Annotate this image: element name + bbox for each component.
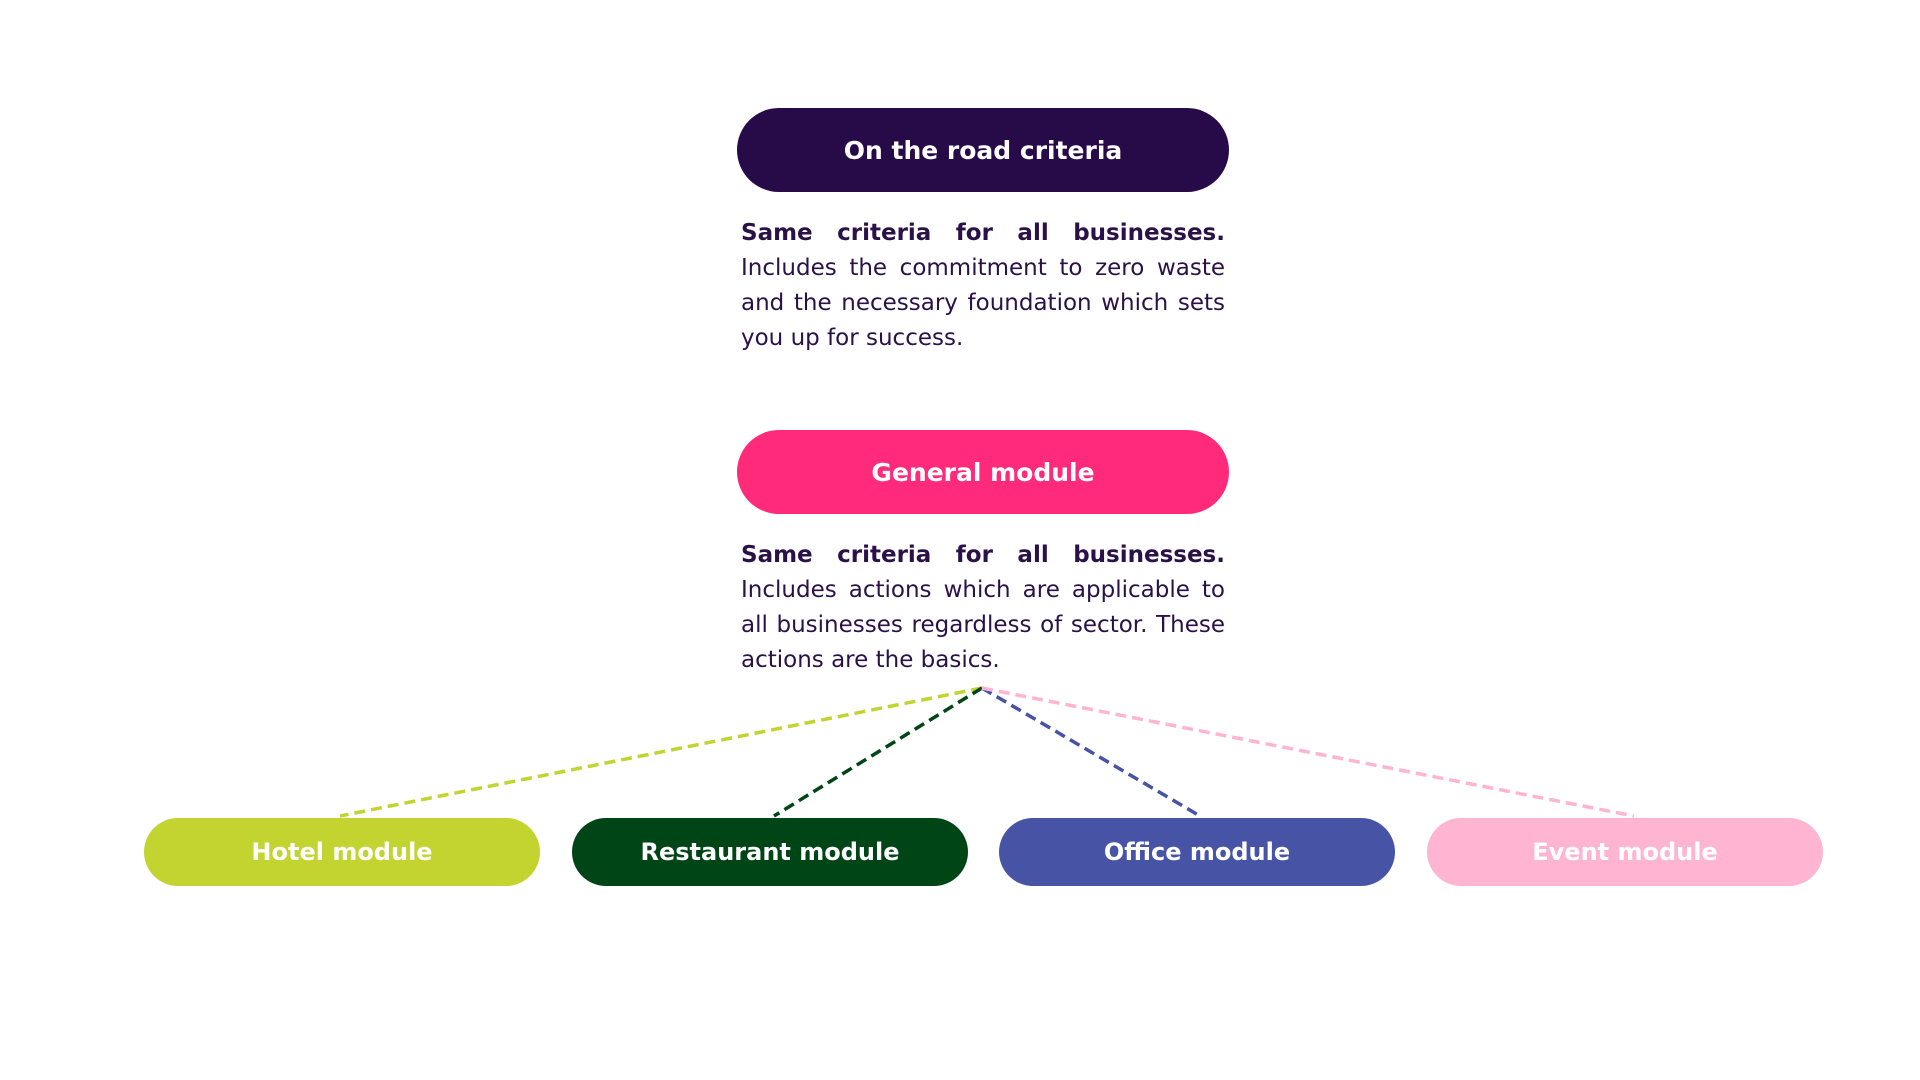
on-the-road-description-lead: Same criteria for all businesses. <box>741 220 1225 246</box>
hotel-module-label: Hotel module <box>251 838 433 866</box>
general-module-pill: General module <box>737 430 1229 514</box>
restaurant-module-pill: Restaurant module <box>572 818 968 886</box>
on-the-road-criteria-pill: On the road criteria <box>737 108 1229 192</box>
general-module-description-text: Includes actions which are applicable to… <box>741 577 1225 673</box>
restaurant-module-label: Restaurant module <box>640 838 900 866</box>
hotel-connector-line <box>339 686 983 818</box>
on-the-road-description-text: Includes the commitment to zero waste an… <box>741 255 1225 351</box>
on-the-road-description: Same criteria for all businesses. Includ… <box>741 216 1225 356</box>
general-module-description: Same criteria for all businesses. Includ… <box>741 538 1225 678</box>
on-the-road-criteria-label: On the road criteria <box>843 135 1123 165</box>
hotel-module-pill: Hotel module <box>144 818 540 886</box>
office-connector-line <box>981 686 1201 818</box>
restaurant-connector-line <box>773 686 983 818</box>
general-module-label: General module <box>871 457 1095 487</box>
event-module-label: Event module <box>1532 838 1718 866</box>
office-module-label: Office module <box>1103 838 1291 866</box>
event-module-pill: Event module <box>1427 818 1823 886</box>
event-connector-line <box>981 686 1635 818</box>
general-module-description-lead: Same criteria for all businesses. <box>741 542 1225 568</box>
office-module-pill: Office module <box>999 818 1395 886</box>
